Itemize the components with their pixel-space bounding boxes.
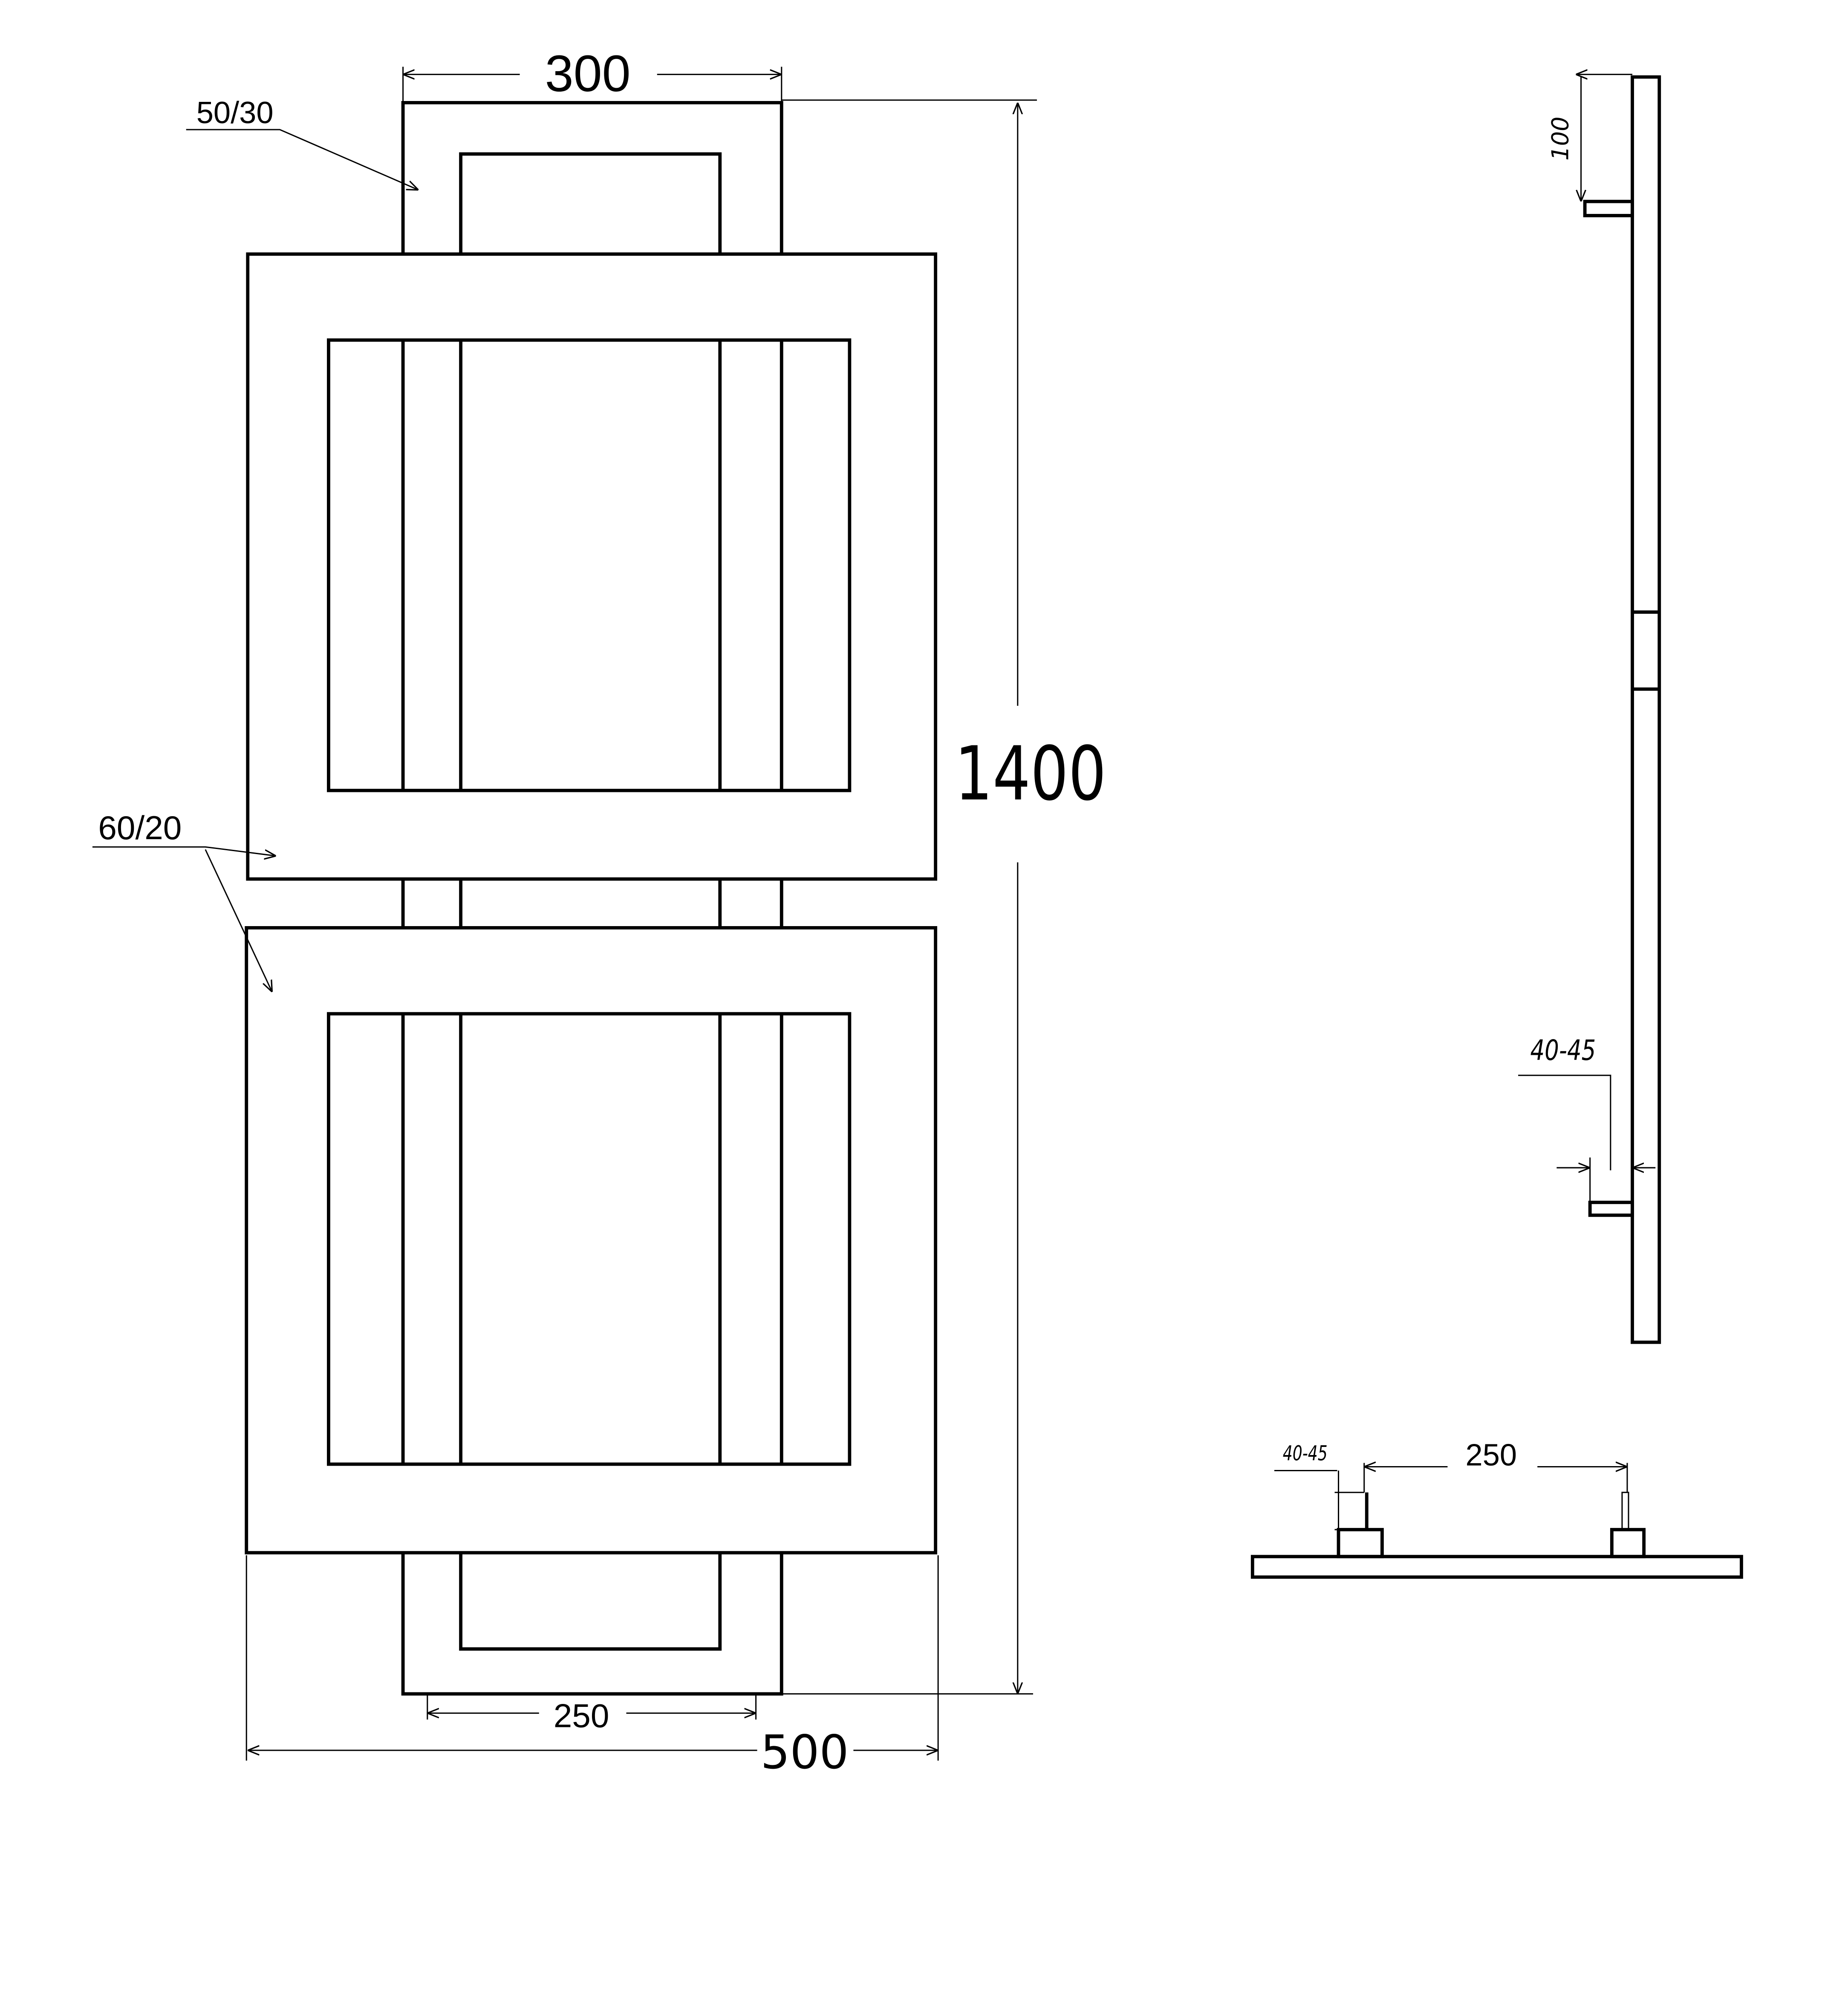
left-connection-post (1337, 1528, 1384, 1559)
dimension-300: 300 (403, 45, 782, 103)
dimension-250-front: 250 (427, 1694, 756, 1735)
dimension-1400: 1400 (781, 99, 1106, 1695)
small-profile-label: 50/30 (196, 96, 274, 130)
front-connection-distance-label: 250 (554, 1697, 609, 1735)
dimension-250-top: 250 (1364, 1438, 1627, 1493)
dimension-500: 500 (246, 1555, 938, 1779)
large-profile-label: 60/20 (98, 809, 182, 846)
side-wall-distance-dimension: 40-45 (1518, 1034, 1656, 1203)
top-connection-distance-label: 250 (1466, 1438, 1517, 1472)
total-width-label: 500 (761, 1725, 849, 1779)
top-width-label: 300 (545, 45, 631, 102)
top-bracket (1583, 199, 1634, 217)
top-bracket-offset-label: 100 (1547, 116, 1574, 160)
top-small-frame (401, 101, 783, 254)
top-view: 250 40-45 (1250, 1438, 1743, 1579)
side-wall-distance-label: 40-45 (1530, 1034, 1596, 1067)
top-wall-distance-dimension: 40-45 (1274, 1441, 1364, 1556)
total-height-label: 1400 (955, 731, 1106, 817)
large-profile-callout: 60/20 (92, 809, 276, 992)
front-view: 300 1400 50/30 60/20 250 (92, 45, 1106, 1779)
small-profile-callout: 50/30 (186, 96, 419, 190)
bottom-bracket (1588, 1201, 1634, 1217)
right-connection-post (1610, 1528, 1646, 1559)
frame-connectors (401, 879, 783, 928)
upper-large-frame (246, 252, 938, 881)
lower-large-frame (245, 926, 938, 1555)
top-wall-distance-label: 40-45 (1283, 1441, 1328, 1466)
bottom-small-frame (401, 1553, 783, 1696)
dimension-100: 100 (1547, 75, 1633, 202)
base-plate (1250, 1555, 1743, 1579)
side-view: 100 40-45 (1518, 75, 1661, 1344)
